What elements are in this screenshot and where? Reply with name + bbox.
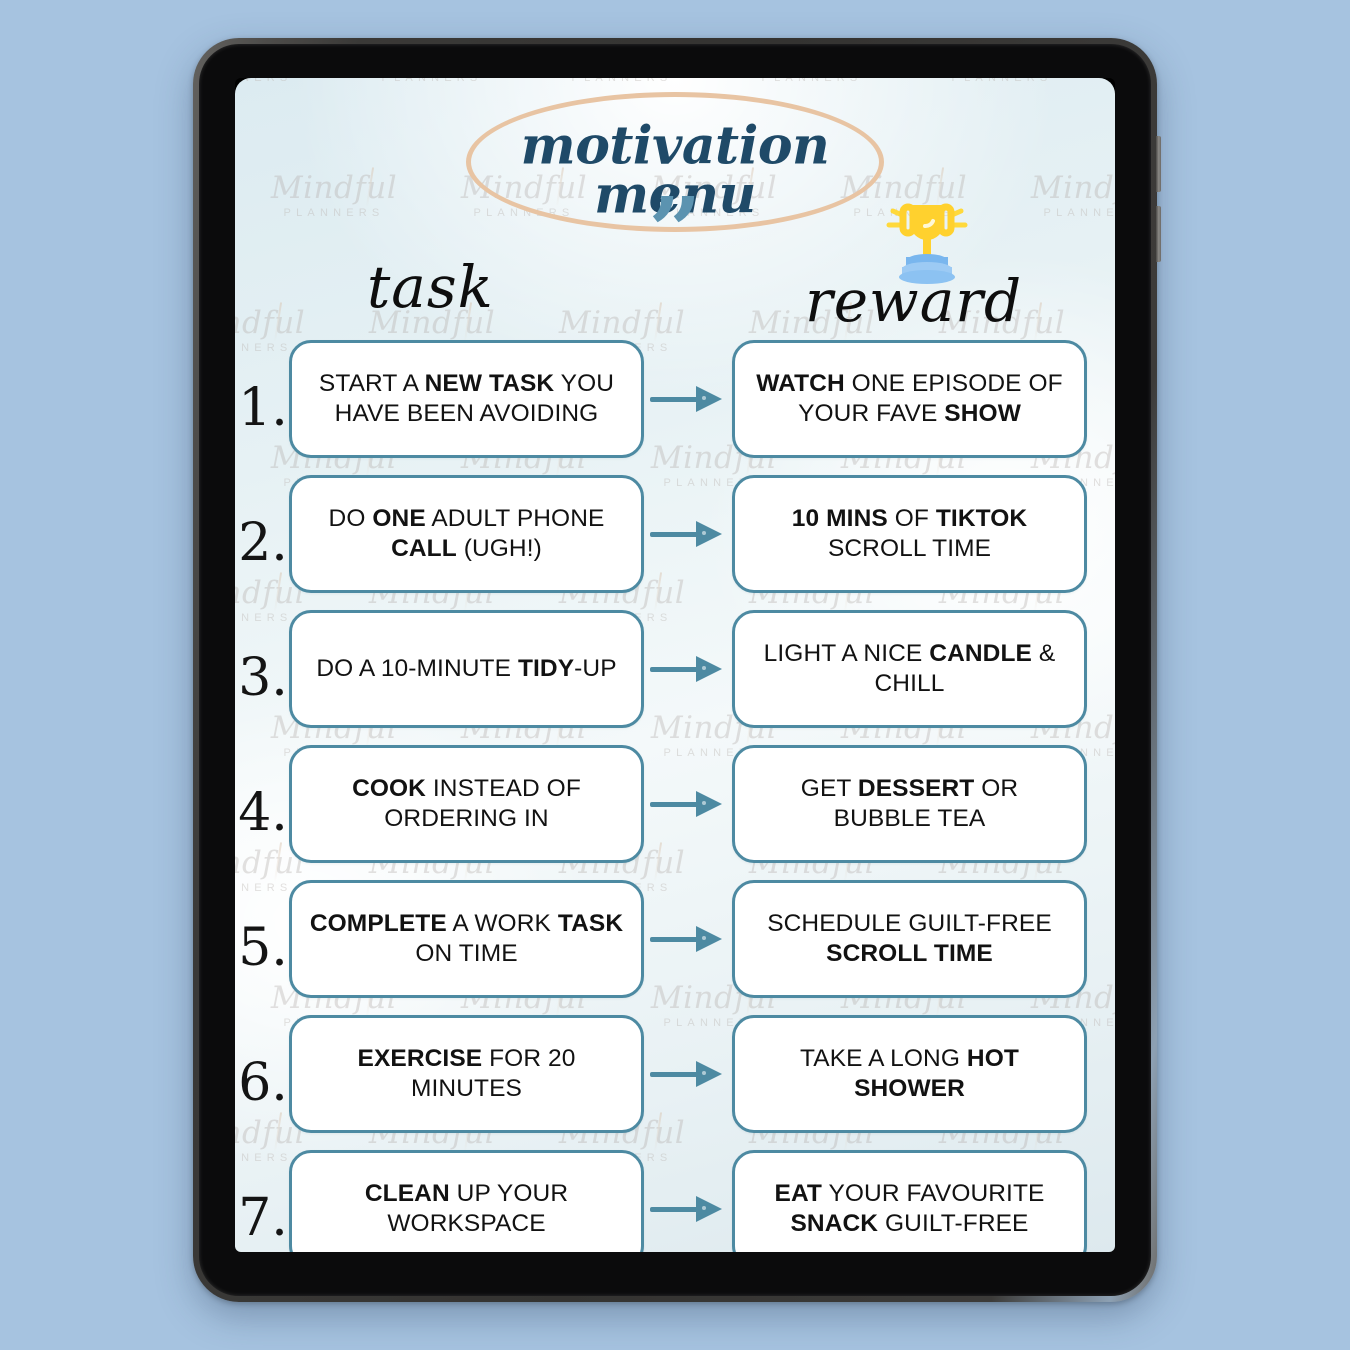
task-card[interactable]: CLEAN UP YOUR WORKSPACE xyxy=(289,1149,644,1252)
row-number: 4. xyxy=(238,782,288,843)
arrow-right-icon xyxy=(650,1195,726,1222)
row-number: 5. xyxy=(238,917,288,978)
task-card[interactable]: START A NEW TASK YOU HAVE BEEN AVOIDING xyxy=(289,339,644,458)
watermark-sub: PLANNERS xyxy=(951,78,1053,84)
arrow-shaft xyxy=(650,1206,706,1212)
menu-row: 5. COMPLETE A WORK TASK ON TIME SCHEDULE G… xyxy=(237,871,1109,1006)
reward-text: EAT YOUR FAVOURITE SNACK GUILT-FREE xyxy=(774,1179,1045,1237)
arrow-shaft xyxy=(650,531,706,537)
task-text: COOK INSTEAD OF ORDERING IN xyxy=(352,774,581,832)
watermark-sub: PLANNERS xyxy=(235,78,293,84)
reward-card[interactable]: LIGHT A NICE CANDLE & CHILL xyxy=(732,609,1087,728)
rows-area: 1. START A NEW TASK YOU HAVE BEEN AVOIDIN… xyxy=(235,331,1115,1252)
volume-down-button[interactable] xyxy=(1156,206,1161,262)
arrow-head xyxy=(696,520,722,547)
column-headers: task reward xyxy=(235,203,1115,335)
arrow-right-icon xyxy=(650,385,726,412)
menu-row: 1. START A NEW TASK YOU HAVE BEEN AVOIDIN… xyxy=(237,331,1109,466)
arrow-right-icon xyxy=(650,790,726,817)
arrow-shaft xyxy=(650,1071,706,1077)
task-card[interactable]: EXERCISE FOR 20 MINUTES xyxy=(289,1014,644,1133)
arrow-head xyxy=(696,1060,722,1087)
menu-row: 2. DO ONE ADULT PHONE CALL (UGH!) 10 MINS … xyxy=(237,466,1109,601)
arrow-shaft xyxy=(650,396,706,402)
task-text: CLEAN UP YOUR WORKSPACE xyxy=(364,1179,569,1237)
reward-text: 10 MINS OF TIKTOK SCROLL TIME xyxy=(791,504,1028,562)
row-number: 3. xyxy=(238,647,288,708)
reward-text: SCHEDULE GUILT-FREE SCROLL TIME xyxy=(767,909,1052,967)
reward-card[interactable]: GET DESSERT OR BUBBLE TEA xyxy=(732,744,1087,863)
page-title: motivation menu xyxy=(520,115,830,226)
arrow-head xyxy=(696,385,722,412)
reward-text: WATCH ONE EPISODE OF YOUR FAVE SHOW xyxy=(756,369,1063,427)
arrow-shaft xyxy=(650,936,706,942)
arrow-shaft xyxy=(650,801,706,807)
reward-card[interactable]: EAT YOUR FAVOURITE SNACK GUILT-FREE xyxy=(732,1149,1087,1252)
menu-row: 3. DO A 10-MINUTE TIDY-UP LIGHT A NICE CAN… xyxy=(237,601,1109,736)
row-number: 7. xyxy=(238,1187,288,1248)
reward-card[interactable]: 10 MINS OF TIKTOK SCROLL TIME xyxy=(732,474,1087,593)
arrow-head xyxy=(696,655,722,682)
reward-card[interactable]: TAKE A LONG HOT SHOWER xyxy=(732,1014,1087,1133)
column-header-task: task xyxy=(367,253,494,321)
row-number: 1. xyxy=(238,377,288,438)
watermark-sub: PLANNERS xyxy=(1099,78,1115,84)
arrow-right-icon xyxy=(650,925,726,952)
quote-mark-icon: ” xyxy=(648,177,702,285)
arrow-shaft xyxy=(650,666,706,672)
watermark-sub: PLANNERS xyxy=(381,78,483,84)
task-text: COMPLETE A WORK TASK ON TIME xyxy=(309,909,624,967)
arrow-right-icon xyxy=(650,655,726,682)
arrow-head xyxy=(696,1195,722,1222)
menu-row: 7. CLEAN UP YOUR WORKSPACE EAT YOUR FAVOUR… xyxy=(237,1141,1109,1252)
watermark-sub: PLANNERS xyxy=(761,78,863,84)
arrow-head xyxy=(696,790,722,817)
reward-text: TAKE A LONG HOT SHOWER xyxy=(800,1044,1019,1102)
volume-up-button[interactable] xyxy=(1156,136,1161,192)
task-text: START A NEW TASK YOU HAVE BEEN AVOIDING xyxy=(318,369,615,427)
arrow-head xyxy=(696,925,722,952)
task-text: DO A 10-MINUTE TIDY-UP xyxy=(316,654,617,682)
row-number: 2. xyxy=(238,512,288,573)
arrow-right-icon xyxy=(650,520,726,547)
menu-row: 6. EXERCISE FOR 20 MINUTES TAKE A LONG HOT… xyxy=(237,1006,1109,1141)
reward-text: LIGHT A NICE CANDLE & CHILL xyxy=(763,639,1056,697)
title-bubble-outline xyxy=(466,92,884,232)
reward-text: GET DESSERT OR BUBBLE TEA xyxy=(800,774,1019,832)
arrow-right-icon xyxy=(650,1060,726,1087)
task-card[interactable]: COMPLETE A WORK TASK ON TIME xyxy=(289,879,644,998)
task-card[interactable]: DO A 10-MINUTE TIDY-UP xyxy=(289,609,644,728)
task-text: DO ONE ADULT PHONE CALL (UGH!) xyxy=(328,504,605,562)
row-number: 6. xyxy=(238,1052,288,1113)
task-card[interactable]: COOK INSTEAD OF ORDERING IN xyxy=(289,744,644,863)
task-card[interactable]: DO ONE ADULT PHONE CALL (UGH!) xyxy=(289,474,644,593)
task-text: EXERCISE FOR 20 MINUTES xyxy=(357,1044,576,1102)
trophy-icon xyxy=(886,203,968,284)
menu-row: 4. COOK INSTEAD OF ORDERING IN GET DESSERT… xyxy=(237,736,1109,871)
title-block: motivation menu ” xyxy=(235,88,1115,277)
watermark-sub: PLANNERS xyxy=(571,78,673,84)
reward-card[interactable]: SCHEDULE GUILT-FREE SCROLL TIME xyxy=(732,879,1087,998)
reward-card[interactable]: WATCH ONE EPISODE OF YOUR FAVE SHOW xyxy=(732,339,1087,458)
